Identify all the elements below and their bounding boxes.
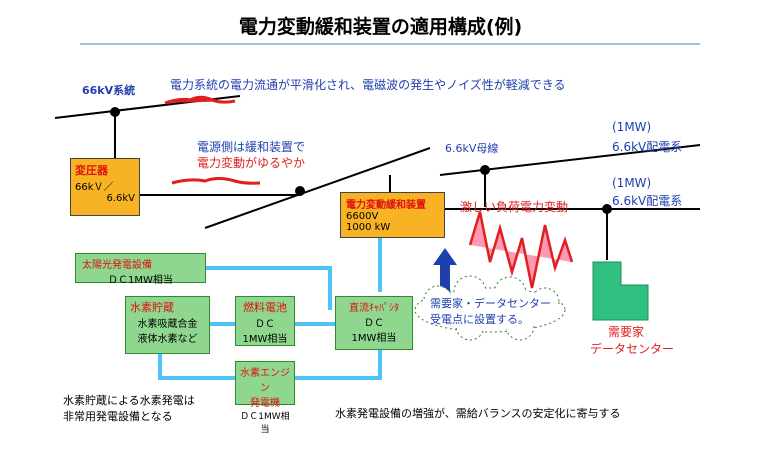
storage-note-line1: 水素貯蔵による水素発電は <box>63 394 195 407</box>
source-side-line1: 電源側は緩和装置で <box>197 140 306 154</box>
h2-engine-name2: 発電機 <box>250 398 280 409</box>
cloud-line1: 需要家・データセンター <box>430 297 551 310</box>
consumer-label: 需要家 <box>608 325 645 339</box>
mitigator-box: 電力変動緩和装置 6600V 1000 kW <box>340 192 445 238</box>
top-note: 電力系統の電力流通が平滑化され、電磁波の発生やノイズ性が軽減できる <box>170 78 566 92</box>
datacenter-building <box>592 261 649 321</box>
load-fluct-label: 激しい負荷電力変動 <box>460 200 569 214</box>
grid-66kv-label: 66kV系統 <box>82 84 136 97</box>
fuelcell-l1: ＤＣ <box>255 319 275 330</box>
dist1-label: 6.6kV配電系 <box>612 140 683 154</box>
solar-box: 太陽光発電設備 ＤＣ1MW相当 <box>75 253 206 286</box>
dc-links <box>158 238 382 380</box>
dist2-label: 6.6kV配電系 <box>612 194 683 208</box>
fuelcell-name: 燃料電池 <box>243 301 287 314</box>
wave-source <box>171 177 261 185</box>
dist1-mw: (1MW) <box>612 120 652 134</box>
dc-capacitor-l2: 1MW相当 <box>351 333 397 344</box>
storage-note-line2: 非常用発電設備となる <box>63 410 173 423</box>
transformer-l2: 6.6kV <box>106 193 135 204</box>
dc-capacitor-l1: ＤＣ <box>364 318 384 329</box>
transformer-l1: 66kＶ／ <box>75 182 114 193</box>
dist2-mw: (1MW) <box>612 176 652 190</box>
bottom-note: 水素発電設備の増強が、需給バランスの安定化に寄与する <box>335 407 621 420</box>
h2-storage-l1: 水素吸蔵合金 <box>137 319 198 330</box>
dc-capacitor-name: 直流ｷｬﾊﾟｼﾀ <box>349 303 399 314</box>
solar-l1: ＤＣ1MW相当 <box>108 275 173 286</box>
page-title: 電力変動緩和装置の適用構成(例) <box>238 16 523 38</box>
h2-storage-name: 水素貯蔵 <box>130 301 174 314</box>
mitigator-l1: 6600V <box>346 211 379 222</box>
h2-engine-l1: ＤＣ1MW相当 <box>240 412 290 435</box>
h2-storage-box: 水素貯蔵 水素吸蔵合金 液体水素など <box>125 296 210 354</box>
wave-load <box>468 211 574 289</box>
cloud-line2: 受電点に設置する。 <box>430 313 529 326</box>
mitigator-name: 電力変動緩和装置 <box>346 200 426 211</box>
cloud-shape <box>414 275 566 341</box>
bus-66-line <box>204 147 431 229</box>
h2-storage-l2: 液体水素など <box>137 334 198 345</box>
h2-engine-name: 水素エンジン <box>240 368 290 394</box>
mitigator-l2: 1000 kW <box>346 222 391 233</box>
bus-66kv-label: 6.6kV母線 <box>445 142 499 155</box>
wave-66kv <box>164 95 236 105</box>
transformer-name: 変圧器 <box>75 164 108 177</box>
up-arrow <box>433 248 457 295</box>
solar-name: 太陽光発電設備 <box>82 260 152 271</box>
fuelcell-box: 燃料電池 ＤＣ 1MW相当 <box>235 296 295 346</box>
datacenter-label: データセンター <box>590 342 675 356</box>
dc-capacitor-box: 直流ｷｬﾊﾟｼﾀ ＤＣ 1MW相当 <box>335 296 413 350</box>
bus-node-1 <box>295 186 305 196</box>
transformer-box: 変圧器 66kＶ／ 6.6kV <box>70 158 140 216</box>
source-side-line2: 電力変動がゆるやか <box>197 156 306 170</box>
fuelcell-l2: 1MW相当 <box>242 334 288 345</box>
h2-engine-box: 水素エンジン 発電機 ＤＣ1MW相当 <box>235 361 295 435</box>
